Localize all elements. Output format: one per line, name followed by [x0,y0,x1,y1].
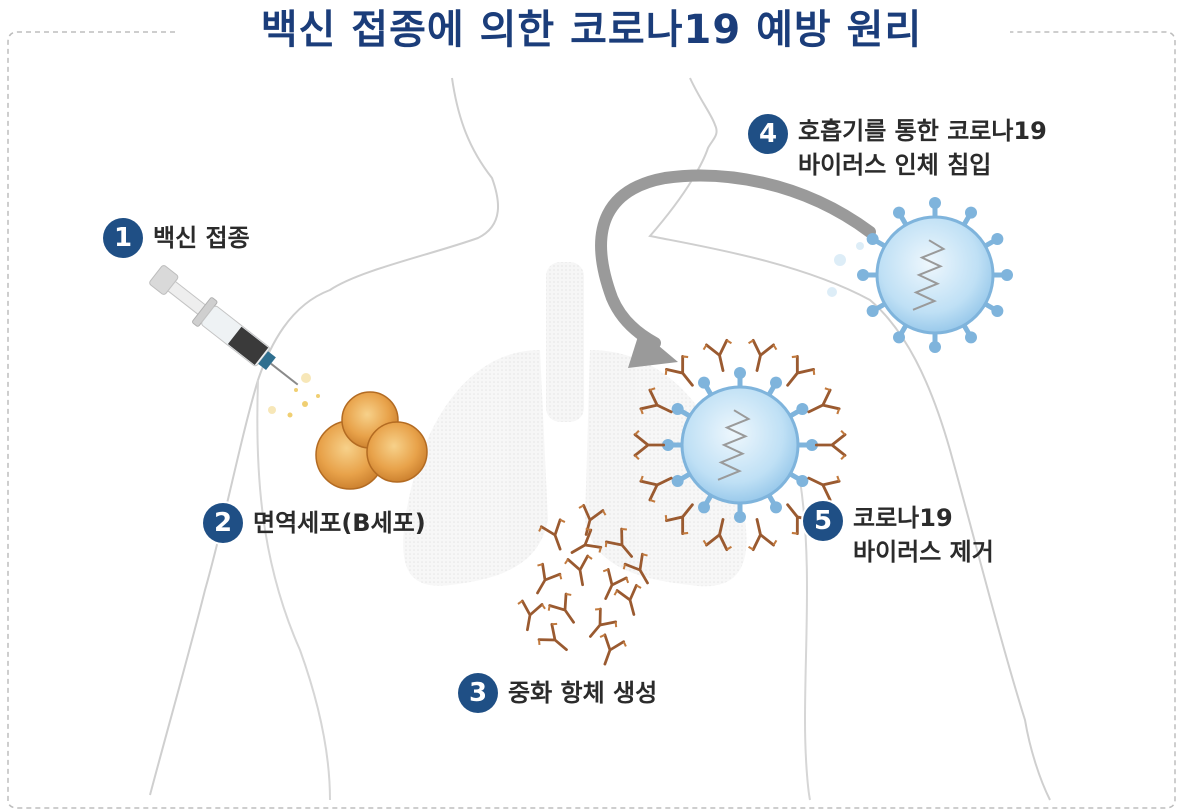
antibody [664,503,694,536]
antibody [570,527,603,554]
virus-body [875,215,995,335]
spike-tip [662,439,674,451]
antibody [517,599,546,632]
spike-tip [866,233,879,245]
spike-tip [698,376,710,389]
spike-tip [698,501,710,514]
antibody [786,354,816,387]
lungs [403,262,747,587]
antibody [564,554,593,587]
spike-tip [857,269,869,281]
spike-tip [929,341,941,353]
spike-tip [734,367,746,379]
antibody [702,338,732,372]
spike-tip [806,439,818,451]
spike-tip [671,475,684,487]
step-2: 2 면역세포(B세포) [203,503,426,543]
rna-strand [912,239,946,311]
step-label: 중화 항체 생성 [508,679,658,707]
droplets [827,242,864,297]
antibody [602,568,630,600]
antibody [538,518,566,551]
antibody [814,429,847,461]
antibody [536,562,563,595]
antibody [748,518,778,552]
step-3: 3 중화 항체 생성 [458,673,657,713]
spike-tip [796,403,809,415]
spike-tip [965,331,977,344]
infection-arrow [595,169,876,368]
spike-tip [991,233,1004,245]
antibody [807,387,841,415]
syringe-icon [149,265,299,386]
antibody [702,518,732,552]
bound-antibodies [633,338,847,552]
antibody [599,633,627,666]
page-title: 백신 접종에 의한 코로나19 예방 원리 [260,7,923,53]
step-5: 5 코로나19 바이러스 제거 [803,501,994,569]
step-label: 코로나19 바이러스 제거 [853,504,994,566]
spike-tip [671,403,684,415]
step-1: 1 백신 접종 [103,218,250,258]
neutralizing-antibodies [517,503,649,666]
spike-tip [929,197,941,209]
spike-tip [965,206,977,219]
antibody [547,592,575,624]
step-label: 백신 접종 [153,224,250,252]
body-outline [149,77,500,796]
b-cells [315,391,428,490]
injection-particles [268,373,320,418]
step-number-badge: 4 [748,114,788,154]
spike-tip [866,305,879,317]
antibody [639,387,673,415]
antibody [588,607,618,638]
step-4: 4 호흡기를 통한 코로나19 바이러스 인체 침입 [748,114,1047,182]
step-label: 면역세포(B세포) [253,509,426,537]
antibody [664,354,694,387]
step-label: 호흡기를 통한 코로나19 바이러스 인체 침입 [798,117,1047,179]
antibody [622,552,649,585]
spike-tip [893,206,905,219]
antibody [537,622,568,652]
antibody [748,338,778,372]
antibody [604,527,634,558]
antibody [633,429,666,461]
rna-strand [717,409,751,481]
spike-tip [770,501,782,514]
antibody [807,475,841,503]
step-number-badge: 5 [803,501,843,541]
spike-tip [1001,269,1013,281]
spike-tip [796,475,809,487]
coronavirus-invading [857,197,1013,353]
virus-body [680,385,800,505]
step-number-badge: 3 [458,673,498,713]
antibody [639,475,673,503]
coronavirus-neutralized [662,367,818,523]
spike-tip [893,331,905,344]
spike-tip [734,511,746,523]
spike-tip [770,376,782,389]
antibody [613,583,642,616]
step-number-badge: 2 [203,503,243,543]
spike-tip [991,305,1004,317]
step-number-badge: 1 [103,218,143,258]
